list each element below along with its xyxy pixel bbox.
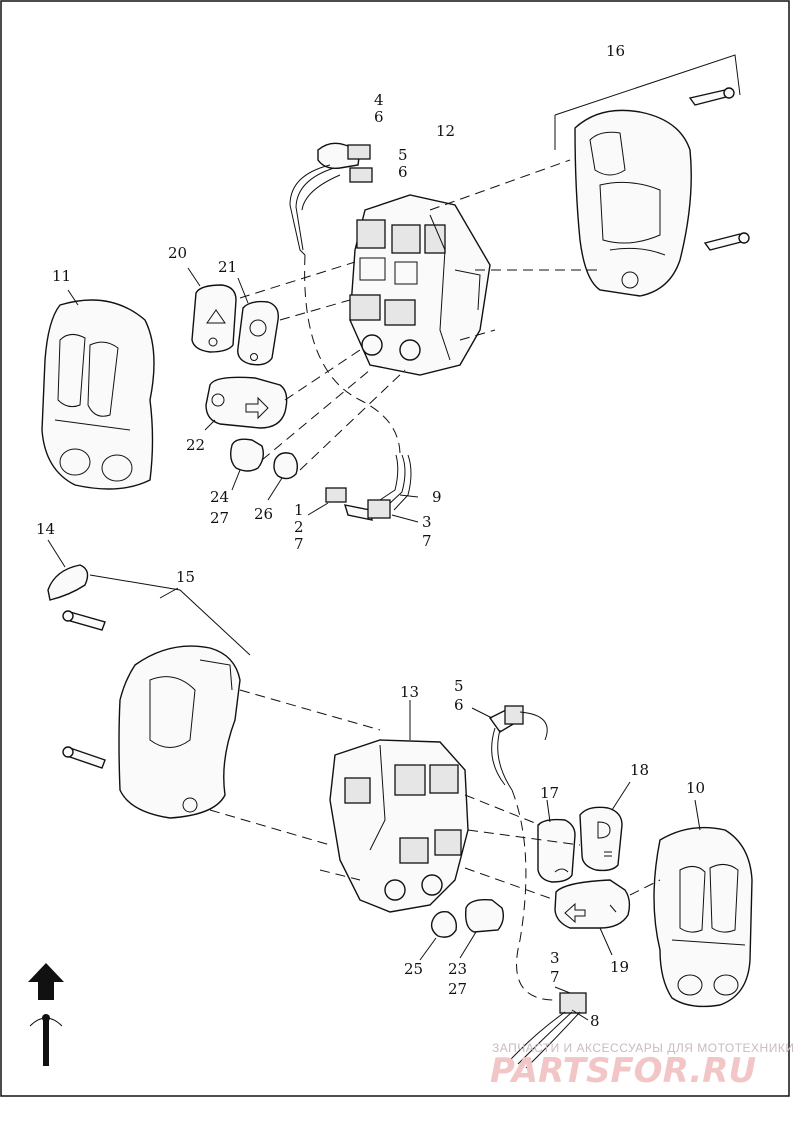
callout-21: 21: [218, 258, 237, 276]
part-10-right-lower-housing: [653, 799, 753, 1008]
callout-7b: 7: [422, 532, 432, 550]
callout-14: 14: [36, 520, 55, 538]
callout-labels: 16 12 4 6 5 6 20 21 11 22 24 27 26 9 1 2…: [36, 42, 705, 1030]
watermark-logo: PARTSFOR.RU: [490, 1051, 756, 1091]
part-19-turn-cap: [554, 879, 631, 956]
callout-15: 15: [176, 568, 195, 586]
diagram-frame: [0, 0, 790, 1097]
callout-19: 19: [610, 958, 629, 976]
callout-18: 18: [630, 761, 649, 779]
harness-8-lower: [509, 986, 589, 1069]
callout-12: 12: [436, 122, 455, 140]
part-22-turn-cap: [204, 376, 288, 431]
part-26-round-cap: [267, 452, 299, 501]
callout-3b: 3: [550, 949, 560, 967]
callout-2: 2: [294, 518, 304, 536]
callout-20: 20: [168, 244, 187, 262]
callout-27b: 27: [448, 980, 467, 998]
part-12-upper-switch-housing: [349, 194, 491, 376]
callout-6c: 6: [454, 696, 464, 714]
part-24-small-cap: [229, 438, 265, 491]
headlamp-icon: [597, 821, 611, 839]
callout-8: 8: [590, 1012, 600, 1030]
callout-16: 16: [606, 42, 625, 60]
horn-icon: [554, 868, 569, 873]
callout-6a: 6: [374, 108, 384, 126]
watermark: ЗАПЧАСТИ И АКСЕССУАРЫ ДЛЯ МОТОТЕХНИКИ PA…: [490, 1041, 794, 1091]
callout-27a: 27: [210, 509, 229, 527]
callout-11: 11: [52, 267, 71, 285]
part-20-hazard-cap: [187, 267, 237, 353]
hazard-icon: [206, 309, 226, 324]
harness-9-upper: [307, 454, 419, 523]
part-17-cap: [537, 799, 576, 883]
turn-signal-icon: [245, 396, 269, 420]
callout-5a: 5: [398, 146, 408, 164]
part-23-cap: [459, 898, 505, 959]
part-25-round-cap: [419, 911, 458, 961]
callout-1: 1: [294, 501, 304, 519]
callout-6b: 6: [398, 163, 408, 181]
part-13-lower-switch-housing: [329, 700, 469, 913]
callout-22: 22: [186, 436, 205, 454]
part-11-left-upper-housing: [41, 289, 155, 490]
callout-25: 25: [404, 960, 423, 978]
part-18-headlamp-cap: [579, 781, 631, 872]
callout-23: 23: [448, 960, 467, 978]
callout-7c: 7: [550, 968, 560, 986]
part-21-cruise-cap: [237, 277, 279, 366]
callout-10: 10: [686, 779, 705, 797]
callout-17: 17: [540, 784, 559, 802]
part-16-upper-housing: [554, 54, 750, 297]
callout-3a: 3: [422, 513, 432, 531]
connector-lower-5-6: [471, 705, 548, 791]
front-direction-arrow-icon: [28, 963, 64, 1066]
lower-assembly-guides: [209, 689, 661, 1001]
upper-assembly-guides: [239, 159, 600, 471]
callout-5b: 5: [454, 677, 464, 695]
callout-13: 13: [400, 683, 419, 701]
callout-24: 24: [210, 488, 229, 506]
watermark-tagline: ЗАПЧАСТИ И АКСЕССУАРЫ ДЛЯ МОТОТЕХНИКИ: [492, 1041, 794, 1055]
part-15-lower-housing: [62, 574, 251, 819]
callout-7a: 7: [294, 535, 304, 553]
connector-upper-4-5: [289, 142, 373, 256]
callout-9: 9: [432, 488, 442, 506]
cruise-icon: [249, 319, 267, 337]
callout-26: 26: [254, 505, 273, 523]
part-14-small-bracket: [47, 539, 89, 601]
callout-4: 4: [374, 91, 384, 109]
